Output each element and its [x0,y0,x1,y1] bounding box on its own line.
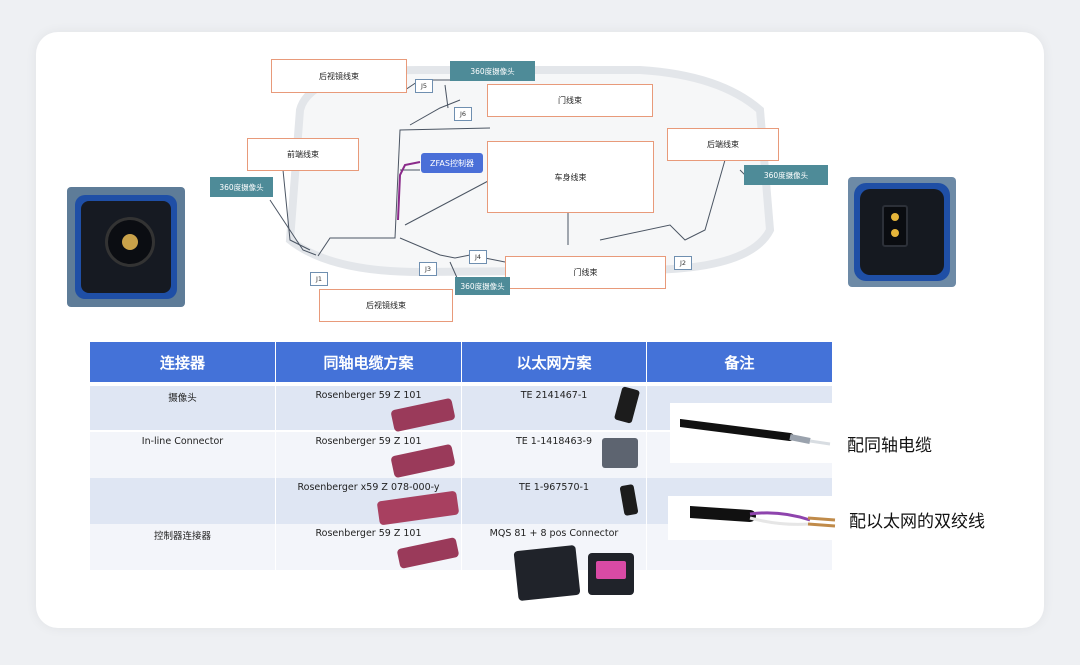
harness-line-1 [269,199,317,256]
header-coax-solution: 同轴电缆方案 [276,342,462,382]
junction-j2: J2 [674,256,692,270]
header-notes: 备注 [647,342,832,382]
cell-coax-controller: Rosenberger 59 Z 101 [315,528,422,539]
header-connector: 连接器 [90,342,276,382]
mqs-connector-image [513,544,581,602]
junction-j3: J3 [419,262,437,276]
coax-connector-photo [67,187,185,307]
harness-line-7 [409,99,461,126]
box-rear-mirror-harness-top: 后视镜线束 [271,59,407,93]
harness-line-3 [282,169,311,251]
ethernet-connector-image [602,438,638,468]
cell-ethernet-camera: TE 2141467-1 [520,390,588,401]
box-body-harness: 车身线束 [487,141,654,213]
harness-line-11 [444,84,449,109]
box-rear-mirror-harness-bottom: 后视镜线束 [319,289,453,322]
junction-j4: J4 [469,250,487,264]
camera-label-right: 360度摄像头 [744,165,828,185]
box-front-end-harness: 前端线束 [247,138,359,171]
ecu-zfas-controller: ZFAS控制器 [421,153,483,173]
box-door-harness-bottom: 门线束 [505,256,666,289]
camera-label-bottom: 360度摄像头 [455,277,510,295]
cell-connector-camera: 摄像头 [168,393,197,404]
note-twisted-pair: 配以太网的双绞线 [849,512,985,532]
camera-label-left: 360度摄像头 [210,177,273,197]
junction-j6: J6 [454,107,472,121]
cell-connector-inline: In-line Connector [141,436,224,447]
junction-j1: J1 [310,272,328,286]
header-ethernet-solution: 以太网方案 [462,342,647,382]
cell-ethernet-inline: TE 1-1418463-9 [515,436,593,447]
ethernet-connector-photo [848,177,956,287]
cell-ethernet-inline-2: TE 1-967570-1 [518,482,590,493]
harness-line-2 [317,127,491,257]
note-coax-cable: 配同轴电缆 [847,436,932,456]
box-rear-end-harness: 后端线束 [667,128,779,161]
coax-cable-image [680,419,831,446]
junction-j5: J5 [415,79,433,93]
twisted-pair-cable-image [690,506,836,528]
camera-label-top: 360度摄像头 [450,61,535,81]
cell-coax-inline: Rosenberger 59 Z 101 [315,436,422,447]
cell-coax-inline-2: Rosenberger x59 Z 078-000-y [297,482,440,493]
box-door-harness-top: 门线束 [487,84,653,117]
mqs-connector-image [588,553,634,595]
harness-line-5 [404,179,491,226]
cell-coax-camera: Rosenberger 59 Z 101 [315,390,422,401]
ecu-cable-purple [397,161,421,221]
cell-ethernet-controller: MQS 81 + 8 pos Connector [489,528,619,539]
harness-line-9 [599,159,726,241]
cell-connector-controller: 控制器连接器 [153,531,211,542]
